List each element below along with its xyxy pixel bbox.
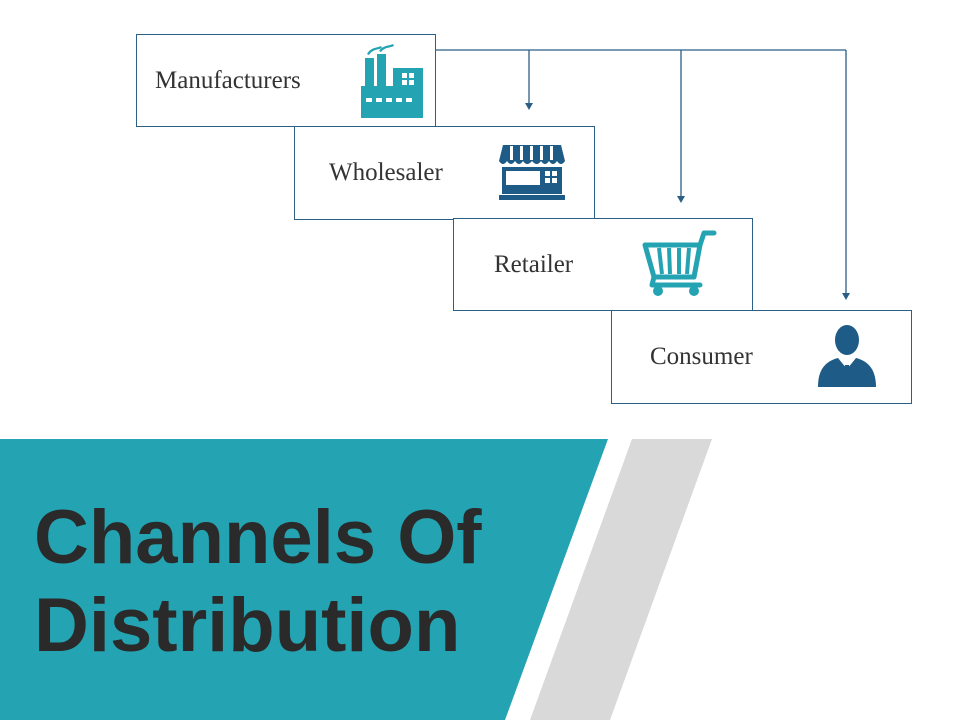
node-label-wholesaler: Wholesaler <box>329 159 443 186</box>
node-consumer: Consumer <box>611 310 912 404</box>
arrowhead-consumer <box>842 293 850 300</box>
shopping-cart-icon <box>642 230 717 296</box>
node-label-consumer: Consumer <box>650 343 753 370</box>
arrowhead-wholesaler <box>525 103 533 110</box>
node-label-retailer: Retailer <box>494 250 574 278</box>
slide-title: Channels Of Distribution <box>34 494 482 670</box>
arrowhead-retailer <box>677 196 685 203</box>
title-line-2: Distribution <box>34 583 461 668</box>
factory-icon <box>361 44 423 118</box>
teal-banner <box>0 439 608 720</box>
title-line-1: Channels Of <box>34 495 482 580</box>
node-retailer: Retailer <box>453 218 753 311</box>
businessman-icon <box>818 325 876 387</box>
storefront-icon <box>499 145 565 200</box>
grey-stripe <box>530 439 712 720</box>
node-label-manufacturers: Manufacturers <box>155 66 301 94</box>
node-wholesaler: Wholesaler <box>294 126 595 220</box>
node-manufacturers: Manufacturers <box>136 34 436 127</box>
